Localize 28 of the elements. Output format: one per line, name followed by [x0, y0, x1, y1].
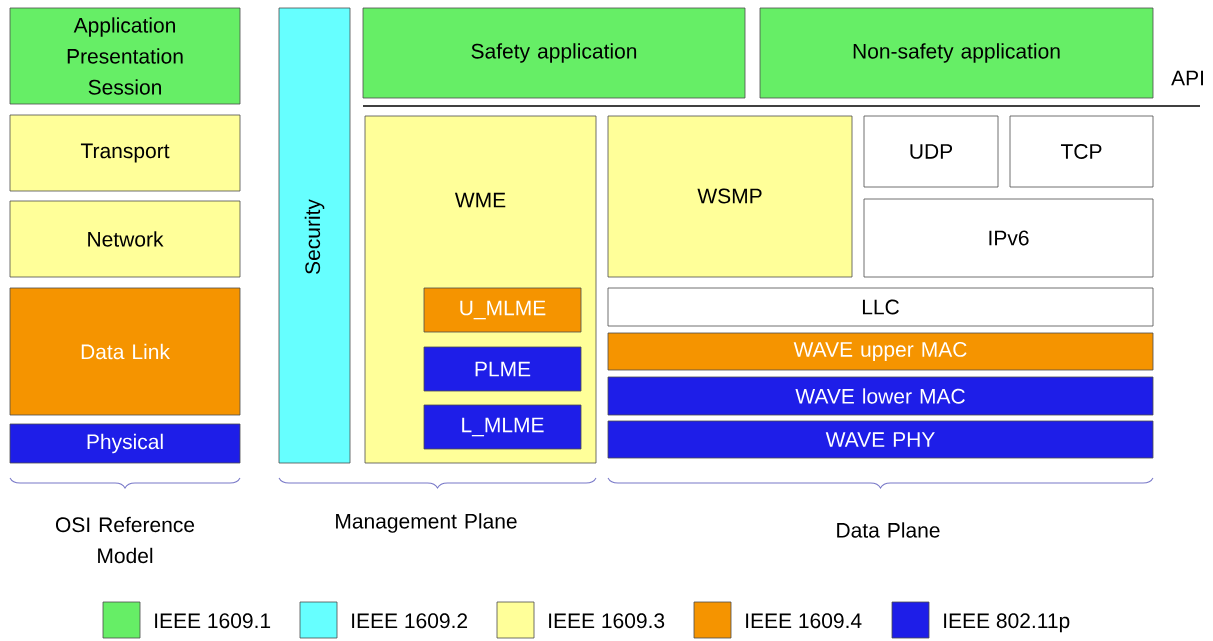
layer-box: UDP	[863, 115, 999, 188]
group-label: OSI Reference Model	[55, 516, 195, 564]
layer-box: Security	[278, 7, 351, 464]
layer-box: PLME	[423, 346, 582, 392]
legend-label: IEEE 1609.1	[155, 613, 271, 629]
group-label: Data Plane	[837, 522, 940, 538]
layer-box: Application Presentation Session	[9, 7, 241, 105]
layer-box: Physical	[9, 423, 241, 464]
layer-box: L_MLME	[423, 404, 582, 450]
layer-box: WAVE upper MAC	[607, 332, 1154, 371]
layer-box: Data Link	[9, 287, 241, 416]
layer-box: WAVE PHY	[607, 420, 1154, 459]
layer-box: WAVE lower MAC	[607, 376, 1154, 416]
layer-box: TCP	[1009, 115, 1154, 188]
group-label: API	[1171, 70, 1203, 86]
layer-box: U_MLME	[423, 287, 582, 333]
layer-box: Non-safety application	[759, 7, 1154, 99]
layer-box: Transport	[9, 114, 241, 192]
layer-box: Safety application	[362, 7, 746, 99]
legend-label: IEEE 1609.3	[549, 613, 665, 629]
layer-box: IPv6	[863, 198, 1154, 278]
layer-box: Network	[9, 200, 241, 278]
legend-label: IEEE 1609.2	[352, 613, 468, 629]
layer-box: LLC	[607, 287, 1154, 327]
group-label: Management Plane	[336, 513, 517, 533]
layer-box: WSMP	[607, 115, 853, 278]
legend-label: IEEE 1609.4	[746, 613, 862, 629]
legend-label: IEEE 802.11p	[944, 613, 1070, 633]
